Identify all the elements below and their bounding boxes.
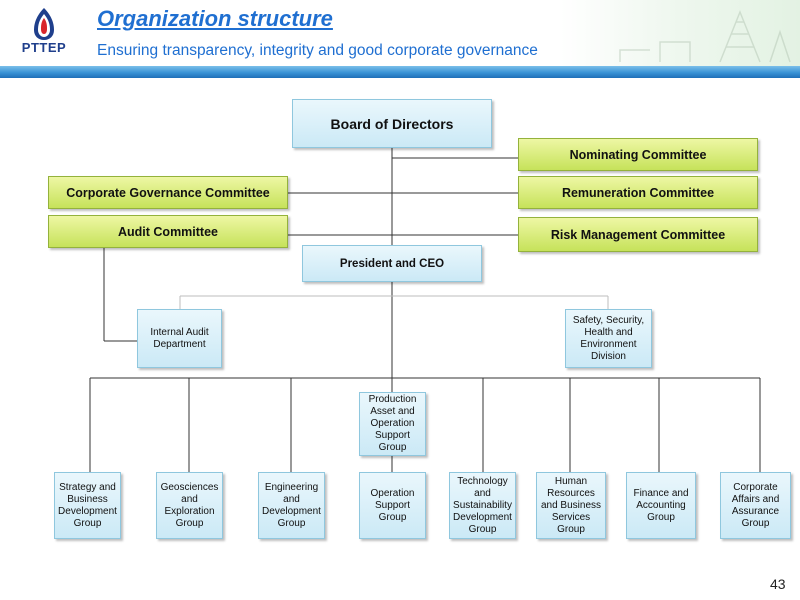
finance-group-box: Finance and Accounting Group	[626, 472, 696, 539]
corporate-governance-committee-box: Corporate Governance Committee	[48, 176, 288, 209]
board-of-directors-box: Board of Directors	[292, 99, 492, 148]
oil-rig-watermark-icon	[619, 9, 791, 63]
audit-committee-box: Audit Committee	[48, 215, 288, 248]
hr-group-box: Human Resources and Business Services Gr…	[536, 472, 606, 539]
page-title: Organization structure	[97, 6, 333, 31]
production-group-box: Production Asset and Operation Support G…	[359, 392, 426, 456]
remuneration-committee-box: Remuneration Committee	[518, 176, 758, 209]
nominating-committee-box: Nominating Committee	[518, 138, 758, 171]
technology-group-box: Technology and Sustainability Developmen…	[449, 472, 516, 539]
corporate-affairs-group-box: Corporate Affairs and Assurance Group	[720, 472, 791, 539]
risk-management-committee-box: Risk Management Committee	[518, 217, 758, 252]
header-band	[0, 66, 800, 78]
logo-text: PTTEP	[21, 40, 67, 55]
slide-header: PTTEP Organization structure Ensuring tr…	[0, 0, 800, 78]
president-ceo-box: President and CEO	[302, 245, 482, 282]
operation-support-group-box: Operation Support Group	[359, 472, 426, 539]
page-number: 43	[770, 576, 786, 592]
page-subtitle: Ensuring transparency, integrity and goo…	[97, 42, 538, 59]
safety-division-box: Safety, Security, Health and Environment…	[565, 309, 652, 368]
pttep-logo-icon	[34, 8, 54, 40]
strategy-group-box: Strategy and Business Development Group	[54, 472, 121, 539]
geosciences-group-box: Geosciences and Exploration Group	[156, 472, 223, 539]
internal-audit-box: Internal Audit Department	[137, 309, 222, 368]
engineering-group-box: Engineering and Development Group	[258, 472, 325, 539]
